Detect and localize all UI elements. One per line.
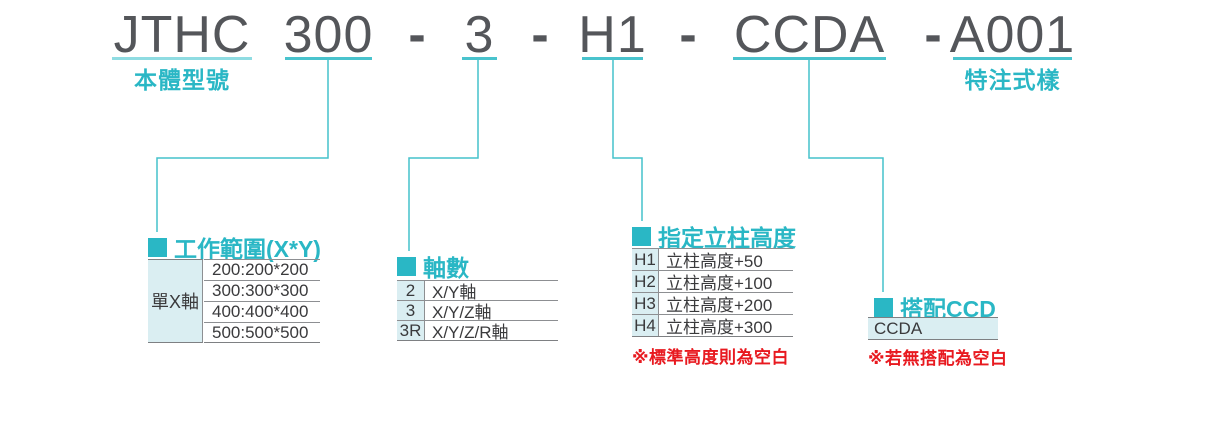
- axis-count-table: 2 X/Y軸 3 X/Y/Z軸 3R X/Y/Z/R軸: [397, 280, 558, 342]
- separator-dash: -: [679, 6, 697, 64]
- connector-line-work-range: [156, 60, 329, 232]
- code-cell: H3: [632, 293, 659, 314]
- code-cell: 2: [397, 281, 425, 300]
- ccd-value-cell: CCDA: [868, 317, 998, 340]
- table-row: 500:500*500: [204, 322, 320, 343]
- table-row: 3 X/Y/Z軸: [397, 300, 558, 322]
- model-segment-axis-count: 3: [464, 6, 495, 64]
- panel-title-column-height: 指定立柱高度: [632, 219, 796, 253]
- bullet-square-icon: [397, 256, 416, 276]
- segment-underline: [285, 57, 372, 60]
- row-header-cell: 單X軸: [148, 259, 203, 343]
- code-cell: H4: [632, 315, 659, 336]
- code-cell: H1: [632, 249, 659, 270]
- segment-underline: [462, 57, 497, 60]
- separator-dash: -: [408, 6, 426, 64]
- desc-cell: X/Y/Z軸: [432, 303, 492, 322]
- separator-dash: -: [531, 6, 549, 64]
- bullet-square-icon: [148, 237, 167, 257]
- segment-underline: [733, 57, 886, 60]
- ccd-note: ※若無搭配為空白: [868, 349, 1008, 368]
- column-height-note: ※標準高度則為空白: [632, 348, 790, 367]
- model-segment-ccd: CCDA: [733, 6, 886, 64]
- column-height-table: H1 立柱高度+50 H2 立柱高度+100 H3 立柱高度+200 H4 立柱…: [632, 248, 793, 337]
- table-row: H2 立柱高度+100: [632, 270, 793, 293]
- panel-title-text: 工作範圍(X*Y): [174, 236, 321, 262]
- desc-cell: X/Y軸: [432, 283, 477, 302]
- table-row: H3 立柱高度+200: [632, 292, 793, 315]
- desc-cell: 立柱高度+200: [666, 296, 773, 315]
- code-cell: 3R: [397, 321, 425, 340]
- separator-dash: -: [924, 6, 942, 64]
- connector-line-ccd: [808, 60, 884, 292]
- model-segment-column-height: H1: [578, 6, 647, 64]
- table-row: 200:200*200: [204, 259, 320, 280]
- table-row: 2 X/Y軸: [397, 280, 558, 302]
- work-range-table: 單X軸 200:200*200 300:300*300 400:400*400 …: [148, 259, 320, 343]
- panel-title-text: 軸數: [423, 255, 469, 281]
- segment-underline: [953, 57, 1072, 60]
- bullet-square-icon: [632, 226, 651, 246]
- work-range-values: 200:200*200 300:300*300 400:400*400 500:…: [204, 259, 320, 343]
- segment-sublabel-body: 本體型號: [134, 67, 230, 93]
- segment-sublabel-special: 特注式樣: [964, 67, 1061, 93]
- desc-cell: 立柱高度+300: [666, 318, 773, 337]
- table-row: H1 立柱高度+50: [632, 248, 793, 271]
- segment-underline: [582, 57, 643, 60]
- model-segment-special: A001: [949, 6, 1076, 64]
- model-segment-body: JTHC: [113, 6, 251, 64]
- table-row: 400:400*400: [204, 301, 320, 322]
- table-row: 300:300*300: [204, 280, 320, 301]
- panel-title-work-range: 工作範圍(X*Y): [148, 230, 321, 264]
- desc-cell: X/Y/Z/R軸: [432, 323, 509, 342]
- connector-line-column-height: [612, 60, 643, 221]
- panel-title-axis-count: 軸數: [397, 249, 469, 283]
- panel-title-text: 指定立柱高度: [658, 225, 796, 251]
- code-cell: 3: [397, 301, 425, 320]
- table-row: 3R X/Y/Z/R軸: [397, 320, 558, 342]
- model-segment-work-range: 300: [283, 6, 374, 64]
- desc-cell: 立柱高度+100: [666, 274, 773, 293]
- segment-underline: [112, 57, 252, 60]
- connector-line-axis-count: [408, 60, 479, 251]
- bullet-square-icon: [874, 297, 893, 317]
- code-cell: H2: [632, 271, 659, 292]
- table-row: H4 立柱高度+300: [632, 314, 793, 337]
- desc-cell: 立柱高度+50: [666, 252, 763, 271]
